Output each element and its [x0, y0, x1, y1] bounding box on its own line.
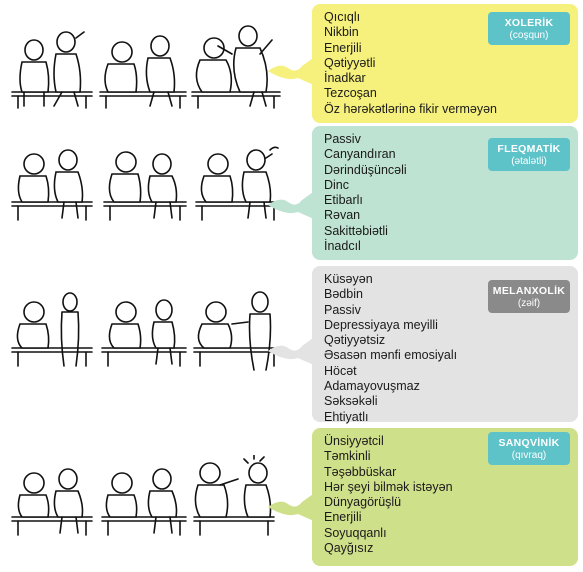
trait-item: Rəvan	[324, 208, 361, 223]
trait-item: Ünsiyyətcil	[324, 434, 384, 448]
choleric-cartoon-strip	[4, 10, 284, 115]
phlegmatic-callout-tail	[268, 190, 316, 220]
phlegmatic-type-tag: FLEQMATİK (ətalətli)	[488, 138, 570, 171]
choleric-type-tag: XOLERİK (coşqun)	[488, 12, 570, 45]
phlegmatic-cartoon-strip	[4, 140, 284, 240]
trait-item: Hər şeyi bilmək istəyən	[324, 479, 453, 494]
trait-item: Dünyagörüşlü	[324, 495, 402, 510]
sanguine-cartoon-strip	[4, 455, 284, 555]
trait-item: İnadcıl	[324, 239, 361, 254]
trait-item: Bədbin	[324, 287, 363, 302]
sanguine-cartoon-illustration	[11, 455, 275, 536]
trait-item: Dərindüşüncəli	[324, 162, 407, 177]
trait-item: Sakittəbiətli	[324, 223, 388, 238]
trait-item: Höcət	[324, 363, 357, 378]
trait-item: Əsasən mənfi emosiyalı	[324, 348, 458, 363]
trait-item: Öz hərəkətlərinə fikir verməyən	[324, 101, 497, 116]
type-title: SANQVİNİK	[498, 437, 560, 449]
type-title: MELANXOLİK	[492, 285, 566, 297]
trait-item: Qayğısız	[324, 541, 374, 556]
melancholic-type-tag: MELANXOLİK (zəif)	[488, 280, 570, 313]
trait-item: Soyuqqanlı	[324, 525, 387, 540]
choleric-traits-list: Qıcıqlı Nikbin Enerjili Qətiyyətli İnadk…	[324, 10, 568, 117]
choleric-traits-box: Qıcıqlı Nikbin Enerjili Qətiyyətli İnadk…	[312, 4, 578, 123]
trait-item: Passiv	[324, 132, 361, 146]
melancholic-traits-box: Küsəyən Bədbin Passiv Depressiyaya meyil…	[312, 266, 578, 425]
trait-item: Adamayovuşmaz	[324, 379, 420, 394]
type-subtitle: (qıvraq)	[511, 450, 547, 461]
trait-item: Depressiyaya meyilli	[324, 317, 438, 332]
trait-item: Etibarlı	[324, 193, 363, 208]
sanguine-traits-box: Ünsiyyətcil Təmkinli Təşəbbüskar Hər şey…	[312, 428, 578, 566]
trait-item: Canyandıran	[324, 147, 396, 162]
trait-item: Təmkinli	[324, 449, 371, 464]
sanguine-callout-tail	[268, 492, 316, 522]
melancholic-cartoon-strip	[4, 290, 284, 390]
trait-item: Tezcoşan	[324, 86, 377, 101]
trait-item: Küsəyən	[324, 272, 373, 286]
melancholic-cartoon-illustration	[11, 291, 281, 371]
type-subtitle: (coşqun)	[509, 30, 549, 41]
type-title: FLEQMATİK	[497, 143, 561, 155]
choleric-callout-tail	[268, 56, 316, 86]
trait-item: Səksəkəli	[324, 394, 378, 409]
melancholic-callout-tail	[268, 336, 316, 366]
trait-item: Dinc	[324, 177, 350, 192]
trait-item: Nikbin	[324, 25, 359, 40]
trait-item: Qətiyyətsiz	[324, 333, 386, 348]
trait-item: Passiv	[324, 302, 361, 317]
trait-item: Təşəbbüskar	[324, 464, 397, 479]
trait-item: Enerjili	[324, 510, 362, 525]
type-subtitle: (zəif)	[517, 298, 541, 309]
trait-item: Qıcıqlı	[324, 10, 361, 24]
phlegmatic-traits-list: Passiv Canyandıran Dərindüşüncəli Dinc E…	[324, 132, 568, 254]
sanguine-traits-list: Ünsiyyətcil Təmkinli Təşəbbüskar Hər şey…	[324, 434, 568, 556]
sanguine-type-tag: SANQVİNİK (qıvraq)	[488, 432, 570, 465]
type-subtitle: (ətalətli)	[511, 156, 547, 167]
type-title: XOLERİK	[504, 17, 554, 29]
trait-item: Enerjili	[324, 40, 362, 55]
phlegmatic-cartoon-illustration	[11, 146, 281, 221]
trait-item: Qətiyyətli	[324, 55, 376, 70]
choleric-cartoon-illustration	[11, 25, 281, 109]
melancholic-traits-list: Küsəyən Bədbin Passiv Depressiyaya meyil…	[324, 272, 568, 425]
phlegmatic-traits-box: Passiv Canyandıran Dərindüşüncəli Dinc E…	[312, 126, 578, 260]
trait-item: Ehtiyatlı	[324, 409, 369, 424]
trait-item: İnadkar	[324, 71, 366, 86]
